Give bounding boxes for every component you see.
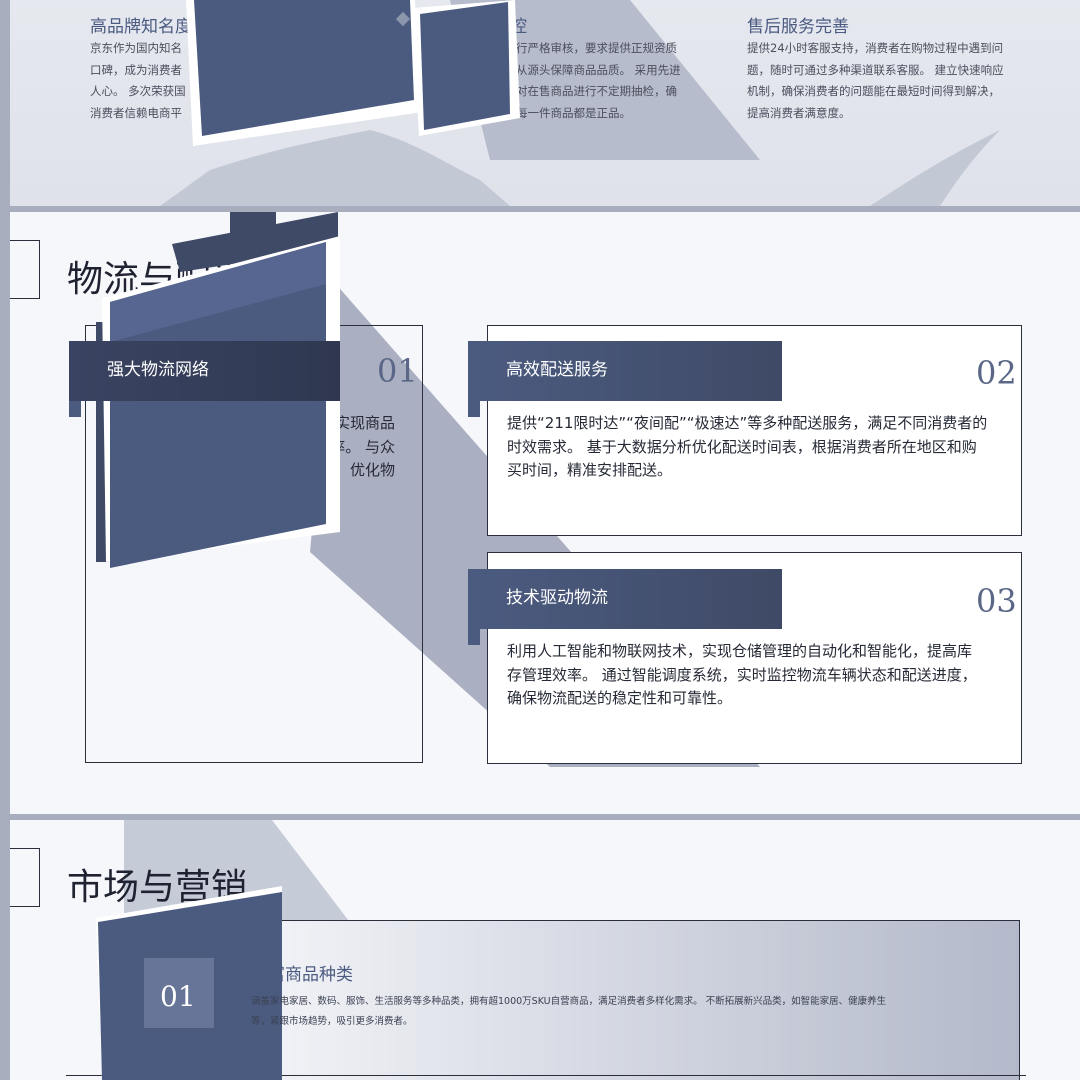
item-body: 涵盖家电家居、数码、服饰、生活服务等多种品类，拥有超1000万SKU自营商品，满… bbox=[251, 992, 951, 1032]
slide1-background-art bbox=[160, 0, 1000, 206]
text-line: 提高消费者满意度。 bbox=[747, 105, 851, 120]
title-bracket bbox=[10, 848, 40, 907]
item-number: 01 bbox=[160, 980, 196, 1013]
text-line: 人心。 多次荣获国 bbox=[90, 84, 186, 98]
card-number: 02 bbox=[976, 354, 1017, 392]
text-line: 从源头保障商品品质。 采用先进 bbox=[516, 62, 681, 77]
card-banner: 技术驱动物流 bbox=[468, 569, 782, 629]
text-line: 口碑，成为消费者 bbox=[90, 62, 182, 77]
card-body: 利用人工智能和物联网技术，实现仓储管理的自动化和智能化，提高库 存管理效率。 通… bbox=[507, 640, 1017, 711]
text-line: 行严格审核，要求提供正规资质 bbox=[516, 41, 677, 55]
text-line: 涵盖家电家居、数码、服饰、生活服务等多种品类，拥有超1000万SKU自营商品，满… bbox=[251, 996, 887, 1007]
text-line: 买时间，精准安排配送。 bbox=[507, 461, 673, 479]
text-line: 等，紧跟市场趋势，吸引更多消费者。 bbox=[251, 1016, 413, 1027]
card-body: 实现商品 率。 与众 优化物 bbox=[260, 412, 395, 483]
text-line: 优化物 bbox=[349, 461, 395, 479]
title-bracket bbox=[10, 240, 40, 299]
feature-text-quality: 行严格审核，要求提供正规资质 从源头保障商品品质。 采用先进 对在售商品进行不定… bbox=[516, 38, 716, 124]
text-line: 题，随时可通过多种渠道联系客服。 建立快速响应 bbox=[747, 62, 1004, 77]
text-line: 存管理效率。 通过智能调度系统，实时监控物流车辆状态和配送进度， bbox=[507, 665, 977, 684]
text-line: 率。 与众 bbox=[330, 437, 395, 456]
feature-text-brand: 京东作为国内知名 口碑，成为消费者 人心。 多次荣获国 消费者信赖电商平 bbox=[90, 38, 230, 124]
slide-top: 高品牌知名度 京东作为国内知名 口碑，成为消费者 人心。 多次荣获国 消费者信赖… bbox=[10, 0, 1080, 206]
slide3-foreground-panel bbox=[96, 886, 282, 1080]
text-line: 利用人工智能和物联网技术，实现仓储管理的自动化和智能化，提高库 bbox=[507, 642, 973, 660]
card-banner-overlay: 强大物流网络 bbox=[69, 341, 340, 401]
card-body: 提供“211限时达”“夜间配”“极速达”等多种配送服务，满足不同消费者的 时效需… bbox=[507, 412, 1017, 483]
slide-logistics: 物流与配送 强大物流网络 01 实现商品 率。 与众 优化物 强大物流网络 高效… bbox=[10, 212, 1080, 814]
card-number: 01 bbox=[377, 352, 418, 390]
text-line: 确保物流配送的稳定性和可靠性。 bbox=[507, 689, 733, 707]
slide1-foreground-panels bbox=[186, 0, 520, 146]
text-line: 机制，确保消费者的问题能在最短时间得到解决， bbox=[747, 84, 1000, 98]
text-line: 京东作为国内知名 bbox=[90, 41, 182, 55]
text-line: 提供“211限时达”“夜间配”“极速达”等多种配送服务，满足不同消费者的 bbox=[507, 414, 988, 432]
text-line: 实现商品 bbox=[334, 414, 395, 432]
card-banner: 高效配送服务 bbox=[468, 341, 782, 401]
feature-text-service: 提供24小时客服支持，消费者在购物过程中遇到问 题，随时可通过多种渠道联系客服。… bbox=[747, 38, 1047, 124]
text-line: 时效需求。 基于大数据分析优化配送时间表，根据消费者所在地区和购 bbox=[507, 437, 977, 456]
text-line: 消费者信赖电商平 bbox=[90, 105, 182, 120]
text-line: 对在售商品进行不定期抽检，确 bbox=[516, 84, 677, 98]
text-line: 每一件商品都是正品。 bbox=[516, 105, 631, 120]
feature-title-service: 售后服务完善 bbox=[747, 17, 849, 37]
feature-title-brand: 高品牌知名度 bbox=[90, 17, 192, 37]
slide-marketing: 市场与营销 01 富商品种类 涵盖家电家居、数码、服饰、生活服务等多种品类，拥有… bbox=[10, 820, 1080, 1080]
item-title: 富商品种类 bbox=[268, 965, 353, 985]
text-line: 提供24小时客服支持，消费者在购物过程中遇到问 bbox=[747, 41, 1004, 55]
card-number: 03 bbox=[976, 582, 1017, 620]
next-card-edge bbox=[66, 1075, 1026, 1080]
